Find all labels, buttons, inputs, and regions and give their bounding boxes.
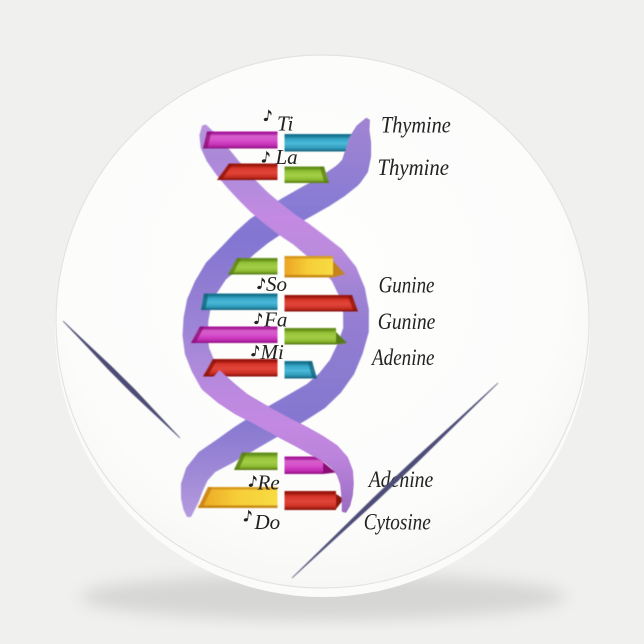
svg-text:Do: Do bbox=[254, 510, 281, 534]
svg-text:La: La bbox=[275, 145, 298, 169]
svg-text:Cytosine: Cytosine bbox=[364, 509, 431, 534]
svg-text:Ti: Ti bbox=[277, 111, 294, 135]
svg-text:Fa: Fa bbox=[263, 308, 287, 332]
svg-text:Adenine: Adenine bbox=[370, 345, 434, 370]
svg-text:So: So bbox=[266, 272, 287, 296]
svg-text:Gunine: Gunine bbox=[379, 273, 435, 298]
svg-text:Thymine: Thymine bbox=[378, 155, 450, 180]
svg-text:Re: Re bbox=[257, 470, 280, 494]
svg-text:Mi: Mi bbox=[260, 340, 284, 364]
svg-text:Gunine: Gunine bbox=[378, 309, 436, 334]
svg-text:Adenine: Adenine bbox=[367, 467, 433, 492]
svg-text:Thymine: Thymine bbox=[381, 113, 451, 138]
